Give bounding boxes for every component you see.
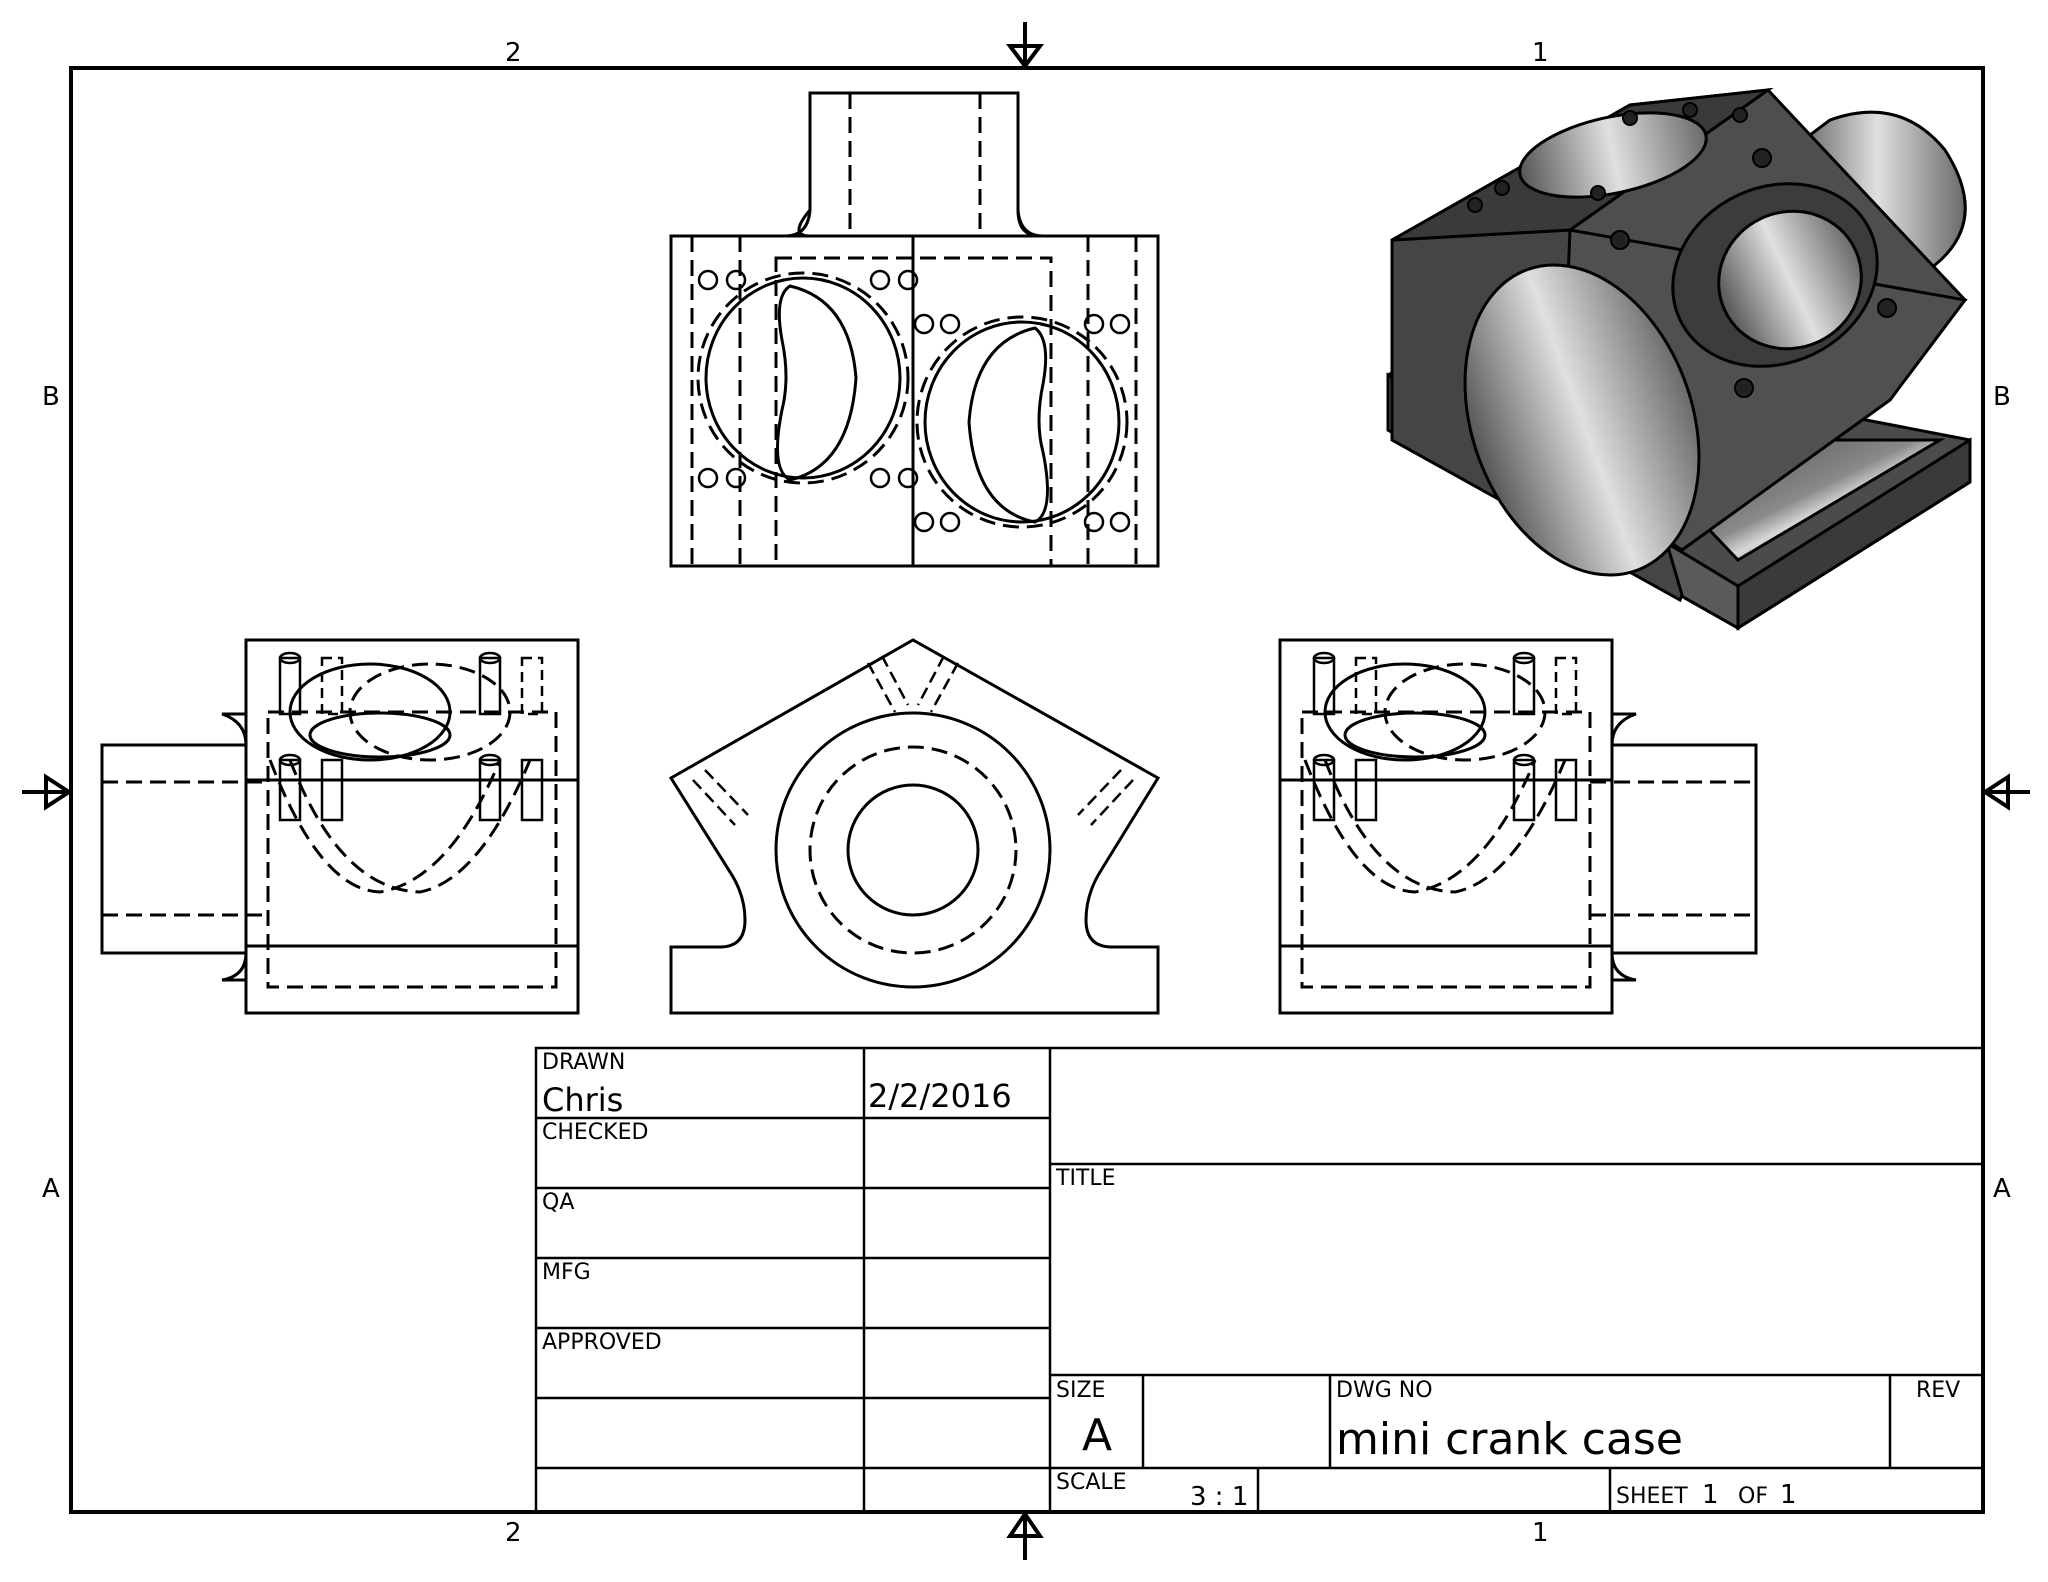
sheet-number-value: 1 xyxy=(1702,1480,1719,1510)
zone-label-top-right: 1 xyxy=(1532,38,1549,68)
centering-arrow-top xyxy=(1006,22,1044,70)
dwg-no-label: DWG NO xyxy=(1336,1378,1433,1403)
zone-label-top-left: 2 xyxy=(505,38,522,68)
sheet-label: SHEET xyxy=(1616,1484,1688,1509)
drawn-by-value: Chris xyxy=(542,1081,624,1119)
mfg-label: MFG xyxy=(542,1260,591,1285)
sheet-total-value: 1 xyxy=(1780,1480,1797,1510)
title-block xyxy=(534,1046,1985,1514)
title-label: TITLE xyxy=(1056,1166,1116,1191)
zone-label-left-upper: B xyxy=(42,382,60,412)
checked-label: CHECKED xyxy=(542,1120,649,1145)
dwg-no-value: mini crank case xyxy=(1336,1414,1683,1465)
isometric-view xyxy=(1386,87,1972,631)
centering-arrow-right xyxy=(1981,773,2030,811)
zone-label-bottom-right: 1 xyxy=(1532,1518,1549,1548)
zone-label-right-upper: B xyxy=(1993,382,2011,412)
drawn-label: DRAWN xyxy=(542,1050,626,1075)
rev-label: REV xyxy=(1916,1378,1961,1403)
centering-arrow-left xyxy=(22,773,73,811)
qa-label: QA xyxy=(542,1190,575,1215)
centering-arrow-bottom xyxy=(1006,1510,1044,1560)
zone-label-right-lower: A xyxy=(1993,1174,2011,1204)
scale-value: 3 : 1 xyxy=(1190,1482,1249,1512)
zone-label-left-lower: A xyxy=(42,1174,60,1204)
top-view xyxy=(669,91,1160,568)
front-view xyxy=(668,638,1161,1015)
size-label: SIZE xyxy=(1056,1378,1106,1403)
zone-label-bottom-left: 2 xyxy=(505,1518,522,1548)
of-label: OF xyxy=(1738,1484,1768,1509)
left-side-view xyxy=(100,638,580,1015)
drawn-date-value: 2/2/2016 xyxy=(868,1077,1012,1115)
right-side-view xyxy=(1278,638,1758,1015)
size-value: A xyxy=(1082,1410,1113,1461)
approved-label: APPROVED xyxy=(542,1330,662,1355)
scale-label: SCALE xyxy=(1056,1470,1127,1495)
